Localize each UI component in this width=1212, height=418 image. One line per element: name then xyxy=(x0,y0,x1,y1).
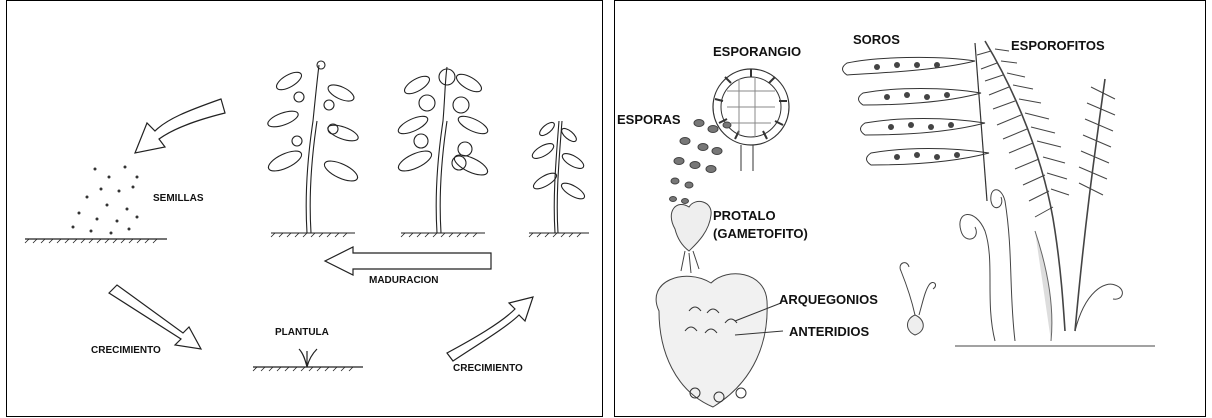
label-gametofito: (GAMETOFITO) xyxy=(713,227,808,242)
seeds-icon xyxy=(72,166,139,235)
gametophyte-detail-icon xyxy=(656,274,783,407)
sori-pinnae-icon xyxy=(843,43,990,201)
label-esporangio: ESPORANGIO xyxy=(713,45,801,60)
arrow-crecimiento-left xyxy=(109,285,201,349)
sporangium-icon xyxy=(713,69,789,171)
plant-with-flowers xyxy=(396,67,491,237)
label-esporofitos: ESPOROFITOS xyxy=(1011,39,1105,54)
seedling-icon xyxy=(253,349,363,371)
young-sporophyte-icon xyxy=(900,263,935,335)
label-crecimiento-right: CRECIMIENTO xyxy=(453,363,523,375)
arrow-crecimiento-right xyxy=(447,297,533,361)
sporophyte-fern-icon xyxy=(955,41,1155,346)
label-plantula: PLANTULA xyxy=(275,327,329,339)
label-crecimiento-left: CRECIMIENTO xyxy=(91,345,161,357)
prothallus-icon xyxy=(671,201,711,273)
label-maduracion: MADURACION xyxy=(369,275,438,287)
fern-cycle-panel: ESPORANGIO SOROS ESPOROFITOS ESPORAS PRO… xyxy=(614,0,1206,417)
young-plant xyxy=(529,120,589,237)
flowering-plant-cycle-panel: SEMILLAS MADURACION PLANTULA CRECIMIENTO… xyxy=(6,0,603,417)
arrow-maduracion xyxy=(325,247,491,275)
label-esporas: ESPORAS xyxy=(617,113,681,128)
label-semillas: SEMILLAS xyxy=(153,193,204,205)
arrow-to-seeds xyxy=(135,99,225,153)
fern-cycle-drawing xyxy=(615,1,1207,418)
label-anteridios: ANTERIDIOS xyxy=(789,325,869,340)
label-arquegonios: ARQUEGONIOS xyxy=(779,293,878,308)
label-protalo: PROTALO xyxy=(713,209,776,224)
plant-with-fruits xyxy=(266,61,361,237)
label-soros: SOROS xyxy=(853,33,900,48)
